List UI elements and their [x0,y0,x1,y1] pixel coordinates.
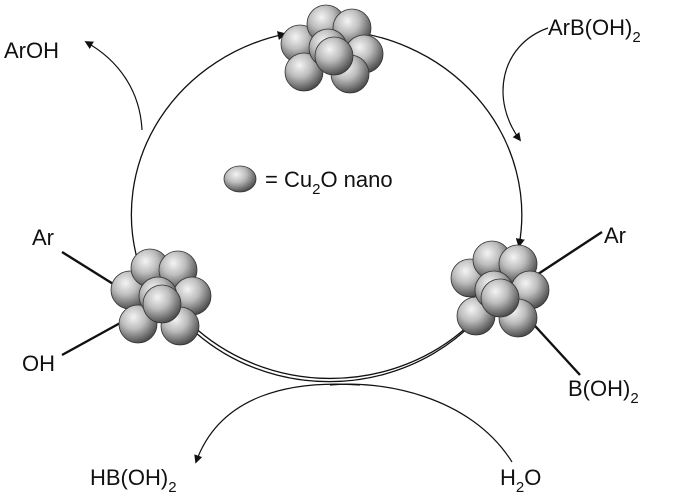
label-arylboronic-acid: ArB(OH)2 [548,15,641,46]
label-right-ar: Ar [604,223,626,248]
cu2o-cluster-left [110,248,212,346]
water-in-arrow [329,383,513,463]
label-right-boh2: B(OH)2 [568,376,639,407]
label-water: H2O [500,465,541,496]
arylboronic-acid-in-arrow [502,27,549,142]
label-left-ar: Ar [32,225,54,250]
hboh2-out-arrow [194,383,361,464]
arol-out-arrow [84,41,143,131]
left-oh-bond [61,320,123,357]
label-arol: ArOH [4,38,59,63]
legend-sphere [223,165,257,193]
reagent-arrows [84,27,549,464]
label-hboh2: HB(OH)2 [90,465,177,496]
label-left-oh: OH [22,351,55,376]
label-cu2o-nano-legend: = Cu2O nano [265,167,393,198]
right-ar-bond [531,230,603,280]
cu2o-cluster-right [450,240,550,338]
cu2o-cluster-top [280,4,384,94]
